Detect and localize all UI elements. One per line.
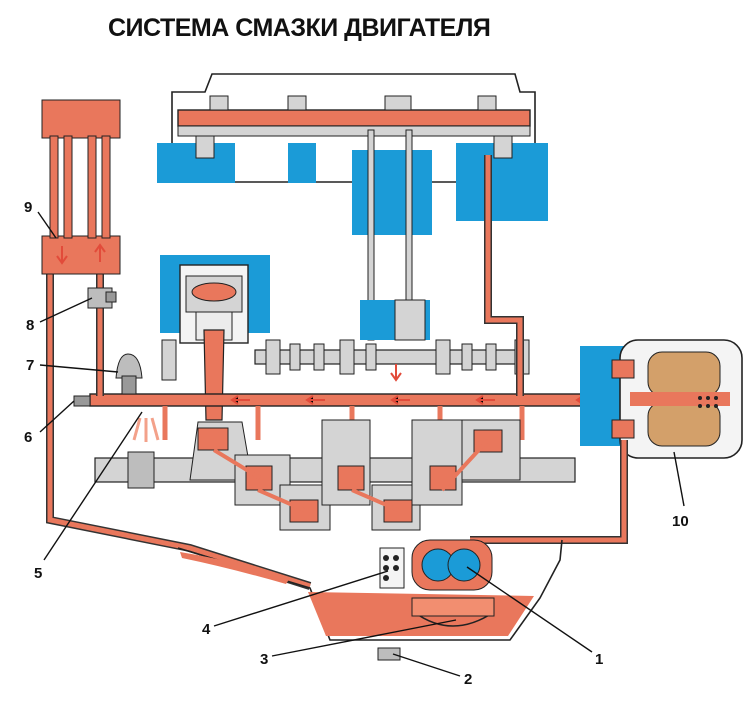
camshaft [161, 339, 530, 382]
drain-plug-gallery [73, 395, 91, 407]
callout-7: 7 [26, 357, 34, 374]
oil-cooler [41, 99, 121, 275]
pushrods [360, 129, 430, 341]
cylinder-head [157, 135, 548, 235]
oil-pan [177, 539, 563, 661]
cylinder [160, 255, 270, 421]
cooler-valve [87, 287, 117, 309]
pressure-sensor [115, 353, 143, 395]
callout-5: 5 [34, 565, 42, 582]
callout-labels: 1 2 3 4 5 6 7 8 9 10 [24, 199, 689, 688]
crankshaft [94, 419, 576, 531]
callout-4: 4 [202, 621, 211, 638]
callout-2: 2 [464, 671, 472, 688]
callout-6: 6 [24, 429, 32, 446]
callout-1: 1 [595, 651, 603, 668]
callout-10: 10 [672, 513, 689, 530]
diagram-title: СИСТЕМА СМАЗКИ ДВИГАТЕЛЯ [108, 14, 491, 42]
leader-lines [37, 211, 685, 677]
oil-filter [580, 339, 743, 459]
valve-cover [171, 73, 536, 183]
oil-pump [379, 539, 493, 591]
callout-8: 8 [26, 317, 34, 334]
callout-3: 3 [260, 651, 268, 668]
callout-9: 9 [24, 199, 32, 216]
